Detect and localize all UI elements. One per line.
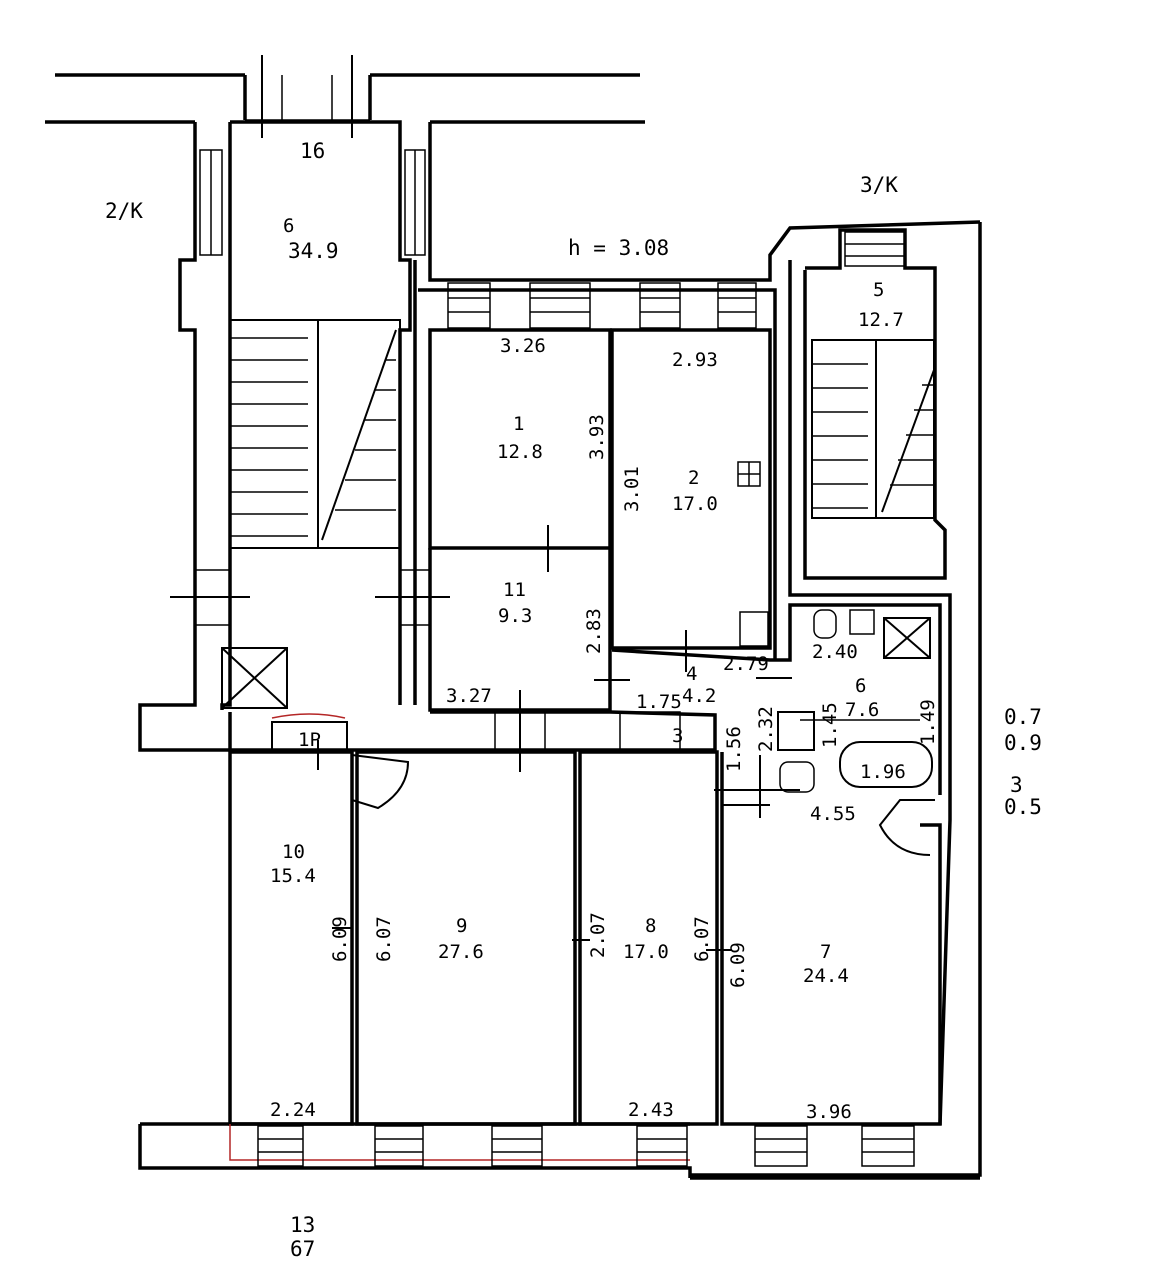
room-11-area: 9.3 <box>498 605 532 627</box>
room-8-area: 17.0 <box>623 941 669 963</box>
side-note-1: 0.7 0.9 <box>1004 705 1055 755</box>
bottom-note: 13 67 <box>290 1213 328 1261</box>
room-10-width: 2.24 <box>270 1099 316 1121</box>
ceiling-height-label: h = 3.08 <box>568 236 669 260</box>
room-2-number: 2 <box>688 467 699 489</box>
room-7-number: 7 <box>820 941 831 963</box>
labels: 16 2/K 3/K h = 3.08 6 34.9 5 12.7 3.26 1… <box>105 139 1055 1261</box>
room-6-bath-number: 6 <box>855 675 866 697</box>
room-9-number: 9 <box>456 915 467 937</box>
room-1-number: 1 <box>513 413 524 435</box>
middle-wall <box>228 690 717 772</box>
room-11-width: 3.27 <box>446 685 492 707</box>
room-8-depth-b: 6.07 <box>691 916 713 962</box>
room-7-area: 24.4 <box>803 965 849 987</box>
room-4-number: 4 <box>686 663 697 685</box>
room-8-number: 8 <box>645 915 656 937</box>
top-rooms <box>418 282 942 818</box>
side-note-1-line-1: 0.7 <box>1004 705 1042 729</box>
room-8-depth-a: 2.07 <box>587 912 609 958</box>
room-2-width: 2.93 <box>672 349 718 371</box>
bath-length: 1.96 <box>860 761 906 783</box>
top-stair-label: 16 <box>300 139 325 163</box>
side-note-2-line-1: 3 <box>1010 773 1023 797</box>
dim-1-45: 1.45 <box>819 702 841 748</box>
room-5-number: 5 <box>873 279 884 301</box>
side-note-2: 3 0.5 <box>1004 773 1042 819</box>
room-10-number: 10 <box>282 841 305 863</box>
room-1-width: 3.26 <box>500 335 546 357</box>
right-block-label: 3/K <box>860 173 898 197</box>
room-10-depth: 6.09 <box>329 916 351 962</box>
lift-label: 1P <box>298 729 321 751</box>
left-stair-block <box>138 120 981 752</box>
room-9-depth: 6.07 <box>373 916 395 962</box>
room-4-area: 4.2 <box>682 685 716 707</box>
room-6-stair-area: 34.9 <box>288 239 339 263</box>
top-context-walls <box>45 55 645 138</box>
room-11-depth: 2.83 <box>583 608 605 654</box>
dim-1-49: 1.49 <box>917 699 939 745</box>
room-7-width: 3.96 <box>806 1101 852 1123</box>
bottom-note-line-2: 67 <box>290 1237 315 1261</box>
bottom-note-line-1: 13 <box>290 1213 315 1237</box>
room-6-bath-depth: 2.32 <box>755 706 777 752</box>
side-note-2-line-2: 0.5 <box>1004 795 1042 819</box>
room-6-bath-width: 2.40 <box>812 641 858 663</box>
room-4-width: 2.79 <box>723 653 769 675</box>
dim-4-55: 4.55 <box>810 803 856 825</box>
right-stair-block <box>690 222 982 1177</box>
dim-1-56: 1.56 <box>723 726 745 772</box>
room-2-area: 17.0 <box>672 493 718 515</box>
room-1-depth: 3.93 <box>586 414 608 460</box>
room-8-width: 2.43 <box>628 1099 674 1121</box>
room-11-number: 11 <box>503 579 526 601</box>
room-6-stair-number: 6 <box>283 215 294 237</box>
room-9-area: 27.6 <box>438 941 484 963</box>
room-2-depth: 3.01 <box>621 466 643 512</box>
room-6-bath-area: 7.6 <box>845 699 879 721</box>
room-1-area: 12.8 <box>497 441 543 463</box>
room-3-number: 3 <box>672 725 683 747</box>
room-10-area: 15.4 <box>270 865 316 887</box>
room-3-dim: 1.75 <box>636 691 682 713</box>
room-5-area: 12.7 <box>858 309 904 331</box>
left-block-label: 2/K <box>105 199 143 223</box>
bottom-rooms <box>138 740 980 1180</box>
side-note-1-line-2: 0.9 <box>1004 731 1042 755</box>
room-7-depth: 6.09 <box>727 942 749 988</box>
